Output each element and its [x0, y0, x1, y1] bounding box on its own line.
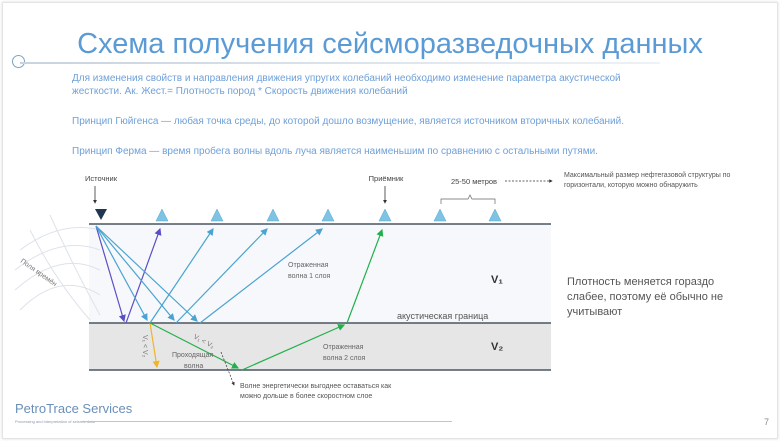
logo-icon	[12, 55, 25, 68]
receiver-label: Приёмник	[369, 174, 404, 183]
rays	[95, 225, 384, 371]
reflected1-label-b: волна 1 слоя	[288, 273, 331, 280]
layer-2	[89, 323, 551, 370]
paragraph-fermat: Принцип Ферма — время пробега волны вдол…	[72, 146, 598, 157]
title-divider	[20, 62, 660, 64]
v1-label: V₁	[491, 274, 503, 286]
spacing-note-line2: горизонтали, которую можно обнаружить	[564, 181, 698, 189]
footer-brand: PetroTrace Services	[15, 401, 133, 416]
paragraph-acoustic: Для изменения свойств и направления движ…	[72, 73, 621, 97]
reflected2-label-a: Отраженная	[323, 344, 364, 351]
reflected1-label-a: Отраженная	[288, 262, 329, 269]
time-fields-label: Поля времён	[19, 258, 58, 288]
side-note: Плотность меняется гораздо слабее, поэто…	[567, 276, 724, 318]
receivers	[155, 208, 502, 222]
footer-tagline: Processing and interpretation of seismic…	[15, 419, 95, 424]
transmitted-label-b: волна	[184, 363, 203, 370]
v-relation-vertical: V₁ < V₂	[141, 335, 148, 358]
spacing-bracket	[440, 194, 496, 204]
spacing-label: 25-50 метров	[451, 177, 497, 186]
receiver-icon	[266, 208, 280, 222]
page-number: 7	[764, 417, 770, 427]
receiver-icon	[210, 208, 224, 222]
note-arrow	[220, 351, 235, 386]
receiver-icon	[433, 208, 447, 222]
receiver-icon	[155, 208, 169, 222]
footer-divider	[82, 421, 452, 422]
note-line2: можно дольше в более скоростном слое	[240, 392, 372, 400]
source-label: Источник	[85, 174, 118, 183]
boundary-label: акустическая граница	[397, 311, 488, 321]
slide-title: Схема получения сейсморазведочных данных	[77, 28, 703, 60]
receiver-icon	[321, 208, 335, 222]
note-line1: Волне энергетически выгоднее оставаться …	[240, 383, 392, 390]
paragraph-huygens: Принцип Гюйгенса — любая точка среды, до…	[72, 116, 624, 127]
time-fields-waves	[14, 214, 101, 321]
transmitted-label-a: Проходящая	[172, 352, 213, 359]
spacing-note-line1: Максимальный размер нефтегазовой структу…	[564, 171, 731, 179]
reflected2-label-b: волна 2 слоя	[323, 355, 366, 362]
receiver-icon	[488, 208, 502, 222]
layer-1	[89, 224, 551, 323]
receiver-icon	[378, 208, 392, 222]
source-icon	[95, 209, 107, 220]
v2-label: V₂	[491, 341, 503, 353]
